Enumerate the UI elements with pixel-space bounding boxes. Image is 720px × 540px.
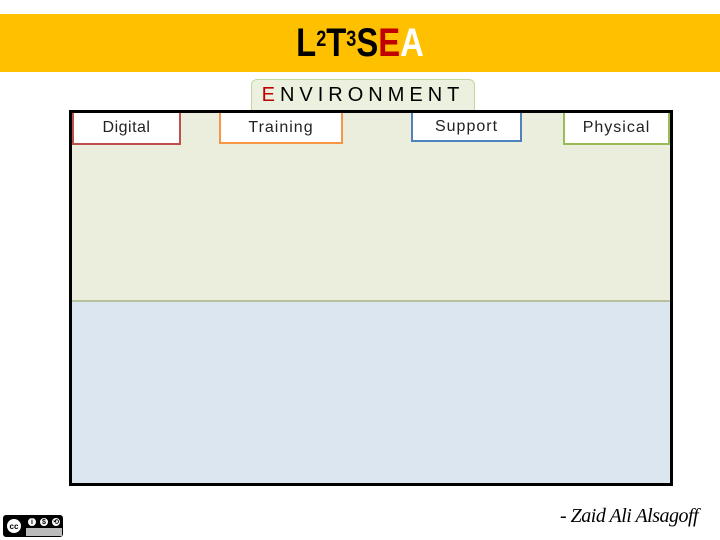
title-letter-t: T — [326, 20, 347, 65]
sa-icon: ⟲ — [50, 516, 62, 528]
environment-label: NVIRONMENT — [279, 83, 465, 106]
header-banner — [0, 14, 720, 72]
title-superscript-3: 3 — [346, 26, 357, 51]
lower-panel — [72, 302, 670, 483]
column-label-support: Support — [411, 113, 522, 142]
by-icon: i — [26, 516, 38, 528]
column-label-digital: Digital — [72, 113, 181, 145]
cc-icon: cc — [5, 517, 23, 535]
nc-icon: $ — [38, 516, 50, 528]
environment-first-letter: E — [261, 83, 280, 106]
title-letter-s: S — [356, 20, 379, 65]
title-letter-l: L — [296, 20, 317, 65]
column-label-training: Training — [219, 113, 343, 144]
license-strip — [26, 528, 62, 536]
panel-divider — [72, 300, 670, 302]
column-label-physical: Physical — [563, 113, 670, 145]
author-signature: - Zaid Ali Alsagoff — [560, 505, 699, 527]
title-letter-e: E — [378, 20, 401, 65]
environment-frame — [69, 110, 673, 486]
creative-commons-icon: cc i $ ⟲ — [3, 515, 63, 537]
title-superscript-2: 2 — [316, 26, 327, 51]
title-letter-a: A — [400, 20, 424, 65]
